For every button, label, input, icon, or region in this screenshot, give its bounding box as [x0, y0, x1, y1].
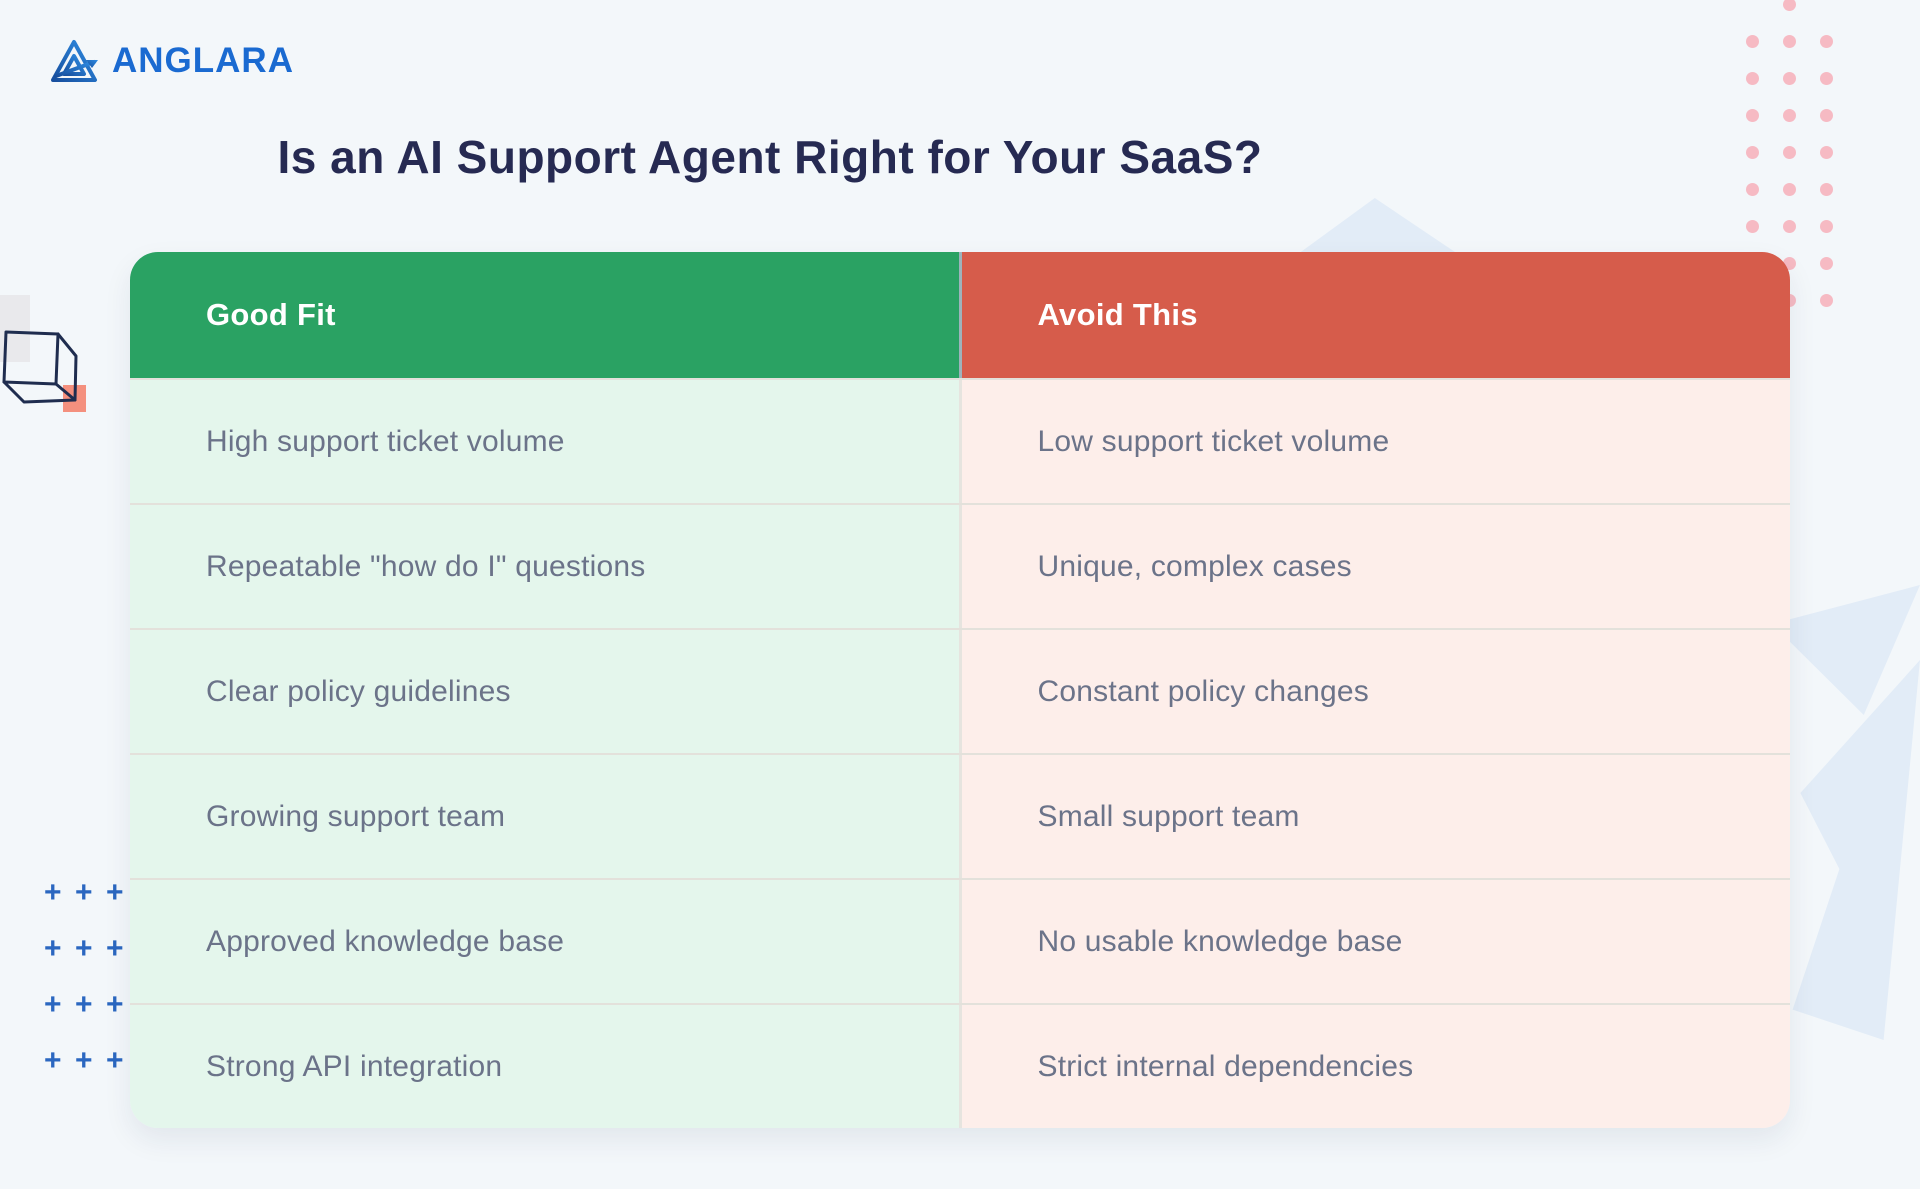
- dot-icon: [1820, 294, 1833, 307]
- dot-icon: [1820, 72, 1833, 85]
- dot-icon: [1783, 35, 1796, 48]
- anglara-logo: ANGLARA: [50, 38, 294, 84]
- avoid-this-text: Unique, complex cases: [1037, 549, 1352, 583]
- dot-icon: [1783, 72, 1796, 85]
- column-divider: [958, 755, 962, 878]
- good-fit-cell: Strong API integration: [130, 1005, 959, 1128]
- column-divider: [958, 1005, 962, 1128]
- good-fit-cell: Approved knowledge base: [130, 880, 959, 1003]
- dot-icon: [1820, 183, 1833, 196]
- avoid-this-cell: No usable knowledge base: [961, 880, 1790, 1003]
- plus-icon: +: [106, 988, 124, 1021]
- avoid-this-text: Strict internal dependencies: [1037, 1049, 1414, 1083]
- plus-icon: +: [75, 932, 93, 965]
- plus-icon: +: [75, 988, 93, 1021]
- plus-icon: +: [44, 988, 62, 1021]
- good-fit-text: Clear policy guidelines: [206, 674, 511, 708]
- pink-dot-grid: [1746, 0, 1857, 331]
- avoid-this-cell: Constant policy changes: [961, 630, 1790, 753]
- column-divider: [958, 252, 962, 378]
- dot-icon: [1820, 257, 1833, 270]
- table-row: Clear policy guidelines Constant policy …: [130, 628, 1790, 753]
- table-row: High support ticket volume Low support t…: [130, 378, 1790, 503]
- table-row: Repeatable "how do I" questions Unique, …: [130, 503, 1790, 628]
- dot-icon: [1783, 220, 1796, 233]
- page-title: Is an AI Support Agent Right for Your Sa…: [277, 131, 1263, 183]
- dot-icon: [1746, 183, 1759, 196]
- column-divider: [958, 505, 962, 628]
- good-fit-text: Growing support team: [206, 799, 506, 833]
- dot-icon: [1783, 0, 1796, 11]
- column-divider: [958, 630, 962, 753]
- dot-icon: [1820, 109, 1833, 122]
- dot-icon: [1783, 109, 1796, 122]
- avoid-this-cell: Strict internal dependencies: [961, 1005, 1790, 1128]
- blue-plus-grid: + + + + + + + + + + + +: [44, 878, 137, 1102]
- avoid-this-text: Constant policy changes: [1037, 674, 1369, 708]
- cube-outline-icon: [2, 330, 78, 404]
- good-fit-text: Approved knowledge base: [206, 924, 565, 958]
- good-fit-text: Strong API integration: [206, 1049, 503, 1083]
- plus-icon: +: [75, 876, 93, 909]
- avoid-this-header: Avoid This: [961, 252, 1790, 378]
- good-fit-header: Good Fit: [130, 252, 959, 378]
- plus-icon: +: [106, 1044, 124, 1077]
- good-fit-cell: Clear policy guidelines: [130, 630, 959, 753]
- good-fit-text: Repeatable "how do I" questions: [206, 549, 646, 583]
- plus-icon: +: [44, 932, 62, 965]
- dot-icon: [1746, 72, 1759, 85]
- table-header-row: Good Fit Avoid This: [130, 252, 1790, 378]
- dot-icon: [1746, 109, 1759, 122]
- light-arrow-decoration: [1792, 660, 1920, 1040]
- table-body: High support ticket volume Low support t…: [130, 378, 1790, 1128]
- dot-icon: [1746, 35, 1759, 48]
- dot-icon: [1746, 220, 1759, 233]
- light-triangle-decoration: [1298, 198, 1458, 254]
- column-divider: [958, 880, 962, 1003]
- avoid-this-text: Small support team: [1037, 799, 1300, 833]
- avoid-this-text: Low support ticket volume: [1037, 424, 1390, 458]
- column-divider: [958, 380, 962, 503]
- good-fit-cell: Growing support team: [130, 755, 959, 878]
- table-row: Strong API integration Strict internal d…: [130, 1003, 1790, 1128]
- good-fit-text: High support ticket volume: [206, 424, 565, 458]
- table-row: Approved knowledge base No usable knowle…: [130, 878, 1790, 1003]
- avoid-this-cell: Low support ticket volume: [961, 380, 1790, 503]
- plus-icon: +: [75, 1044, 93, 1077]
- dot-icon: [1820, 220, 1833, 233]
- good-fit-cell: High support ticket volume: [130, 380, 959, 503]
- dot-icon: [1820, 35, 1833, 48]
- plus-icon: +: [44, 1044, 62, 1077]
- dot-icon: [1783, 183, 1796, 196]
- plus-icon: +: [44, 876, 62, 909]
- good-fit-header-label: Good Fit: [206, 297, 336, 332]
- comparison-table: Good Fit Avoid This High support ticket …: [130, 252, 1790, 1128]
- dot-icon: [1783, 146, 1796, 159]
- plus-icon: +: [106, 932, 124, 965]
- avoid-this-cell: Unique, complex cases: [961, 505, 1790, 628]
- avoid-this-text: No usable knowledge base: [1037, 924, 1403, 958]
- table-row: Growing support team Small support team: [130, 753, 1790, 878]
- avoid-this-cell: Small support team: [961, 755, 1790, 878]
- brand-name: ANGLARA: [112, 41, 294, 80]
- triangle-arrow-logo-icon: [51, 40, 98, 82]
- plus-icon: +: [106, 876, 124, 909]
- dot-icon: [1746, 146, 1759, 159]
- dot-icon: [1820, 146, 1833, 159]
- avoid-this-header-label: Avoid This: [1037, 297, 1198, 332]
- good-fit-cell: Repeatable "how do I" questions: [130, 505, 959, 628]
